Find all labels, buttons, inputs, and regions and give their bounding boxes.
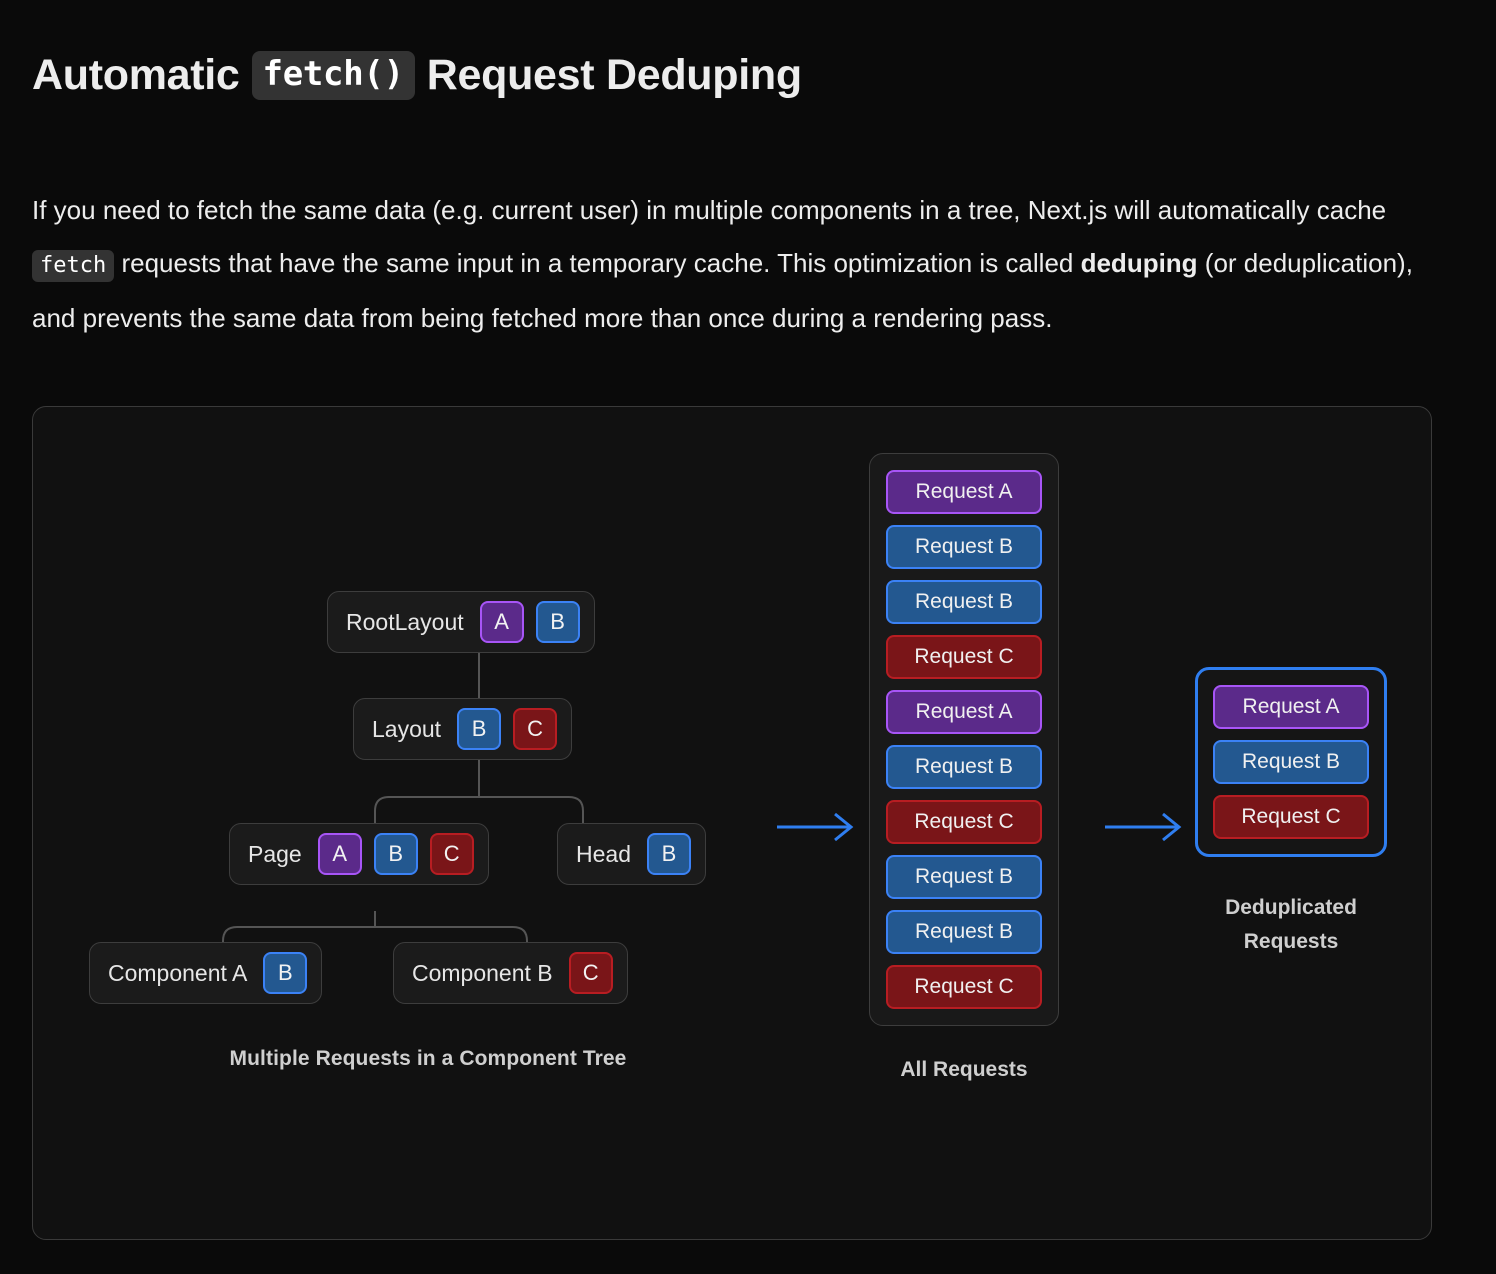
paragraph-part-1: If you need to fetch the same data (e.g.… [32,195,1387,225]
component-tree-diagram: RootLayout A B Layout B C Page A B C Hea… [33,407,823,1241]
page-title-inline-code: fetch() [251,50,415,100]
all-requests-caption: All Requests [900,1058,1028,1081]
all-requests-panel: Request A Request B Request B Request C … [869,453,1059,1082]
all-requests-stack: Request A Request B Request B Request C … [869,453,1059,1026]
badge-request-b: B [373,833,418,875]
badge-request-c: C [429,833,474,875]
page-title-prefix: Automatic [32,50,240,99]
deduplicated-stack: Request A Request B Request C [1195,667,1387,857]
badge-request-b: B [263,952,308,994]
tree-node-head[interactable]: Head B [557,823,706,885]
request-item: Request B [1213,740,1369,784]
request-item: Request B [886,745,1042,789]
tree-node-label: Page [248,840,302,867]
tree-node-component-a[interactable]: Component A B [89,942,323,1004]
badge-request-b: B [646,833,691,875]
page-title: Automatic fetch() Request Deduping [32,50,802,100]
paragraph-inline-code: fetch [32,250,115,282]
badge-request-b: B [535,601,580,643]
request-item: Request C [886,635,1042,679]
badge-request-c: C [568,952,613,994]
request-item: Request B [886,580,1042,624]
paragraph-bold-term: deduping [1080,248,1198,278]
request-item: Request C [886,965,1042,1009]
deduplicated-caption: Deduplicated Requests [1195,891,1387,959]
tree-node-layout[interactable]: Layout B C [353,698,573,760]
intro-paragraph: If you need to fetch the same data (e.g.… [32,184,1432,345]
badge-request-a: A [317,833,362,875]
tree-node-rootlayout[interactable]: RootLayout A B [327,591,595,653]
deduplicated-panel: Request A Request B Request C Deduplicat… [1195,667,1387,959]
request-item: Request B [886,910,1042,954]
arrow-right-icon-2 [1105,812,1182,842]
paragraph-part-2: requests that have the same input in a t… [114,248,1081,278]
deduplicated-caption-line-2: Requests [1243,930,1339,953]
request-item: Request B [886,855,1042,899]
diagram-figure: RootLayout A B Layout B C Page A B C Hea… [32,406,1432,1240]
badge-request-b: B [457,708,502,750]
request-item: Request A [1213,685,1369,729]
tree-node-label: Layout [372,715,442,742]
tree-node-label: Head [576,840,631,867]
deduplicated-caption-line-1: Deduplicated [1225,896,1357,919]
request-item: Request A [886,470,1042,514]
tree-node-label: RootLayout [346,608,464,635]
page-title-suffix: Request Deduping [426,50,802,99]
paragraph-part-3: (or deduplication), and prevents the sam… [32,248,1413,333]
badge-request-a: A [479,601,524,643]
tree-node-page[interactable]: Page A B C [229,823,489,885]
tree-connector-lines [222,653,584,973]
request-item: Request C [1213,795,1369,839]
badge-request-c: C [513,708,558,750]
tree-node-component-b[interactable]: Component B C [393,942,628,1004]
tree-node-label: Component B [412,959,553,986]
tree-node-label: Component A [108,959,248,986]
request-item: Request C [886,800,1042,844]
arrow-right-icon-1 [777,812,854,842]
request-item: Request B [886,525,1042,569]
request-item: Request A [886,690,1042,734]
component-tree-caption: Multiple Requests in a Component Tree [229,1047,627,1070]
